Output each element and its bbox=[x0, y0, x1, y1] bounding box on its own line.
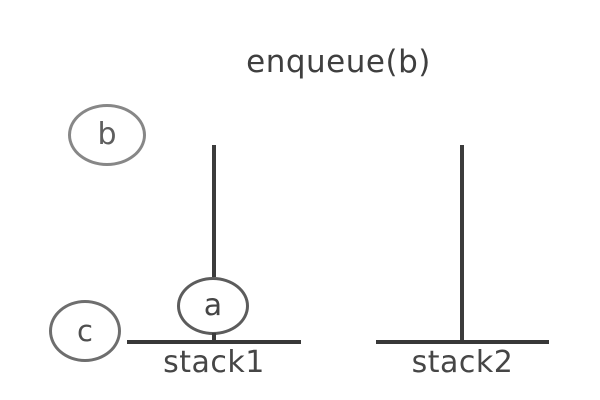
queue-item-label-c: c bbox=[77, 313, 93, 348]
queue-item-label-a: a bbox=[203, 288, 223, 323]
stack1-base-line bbox=[127, 340, 301, 344]
queue-item-circle-c: c bbox=[49, 300, 121, 362]
queue-item-circle-a: a bbox=[177, 277, 249, 335]
stack2-pole-line bbox=[460, 145, 464, 344]
operation-title: enqueue(b) bbox=[246, 44, 431, 80]
stack1-pole-connector bbox=[212, 333, 216, 341]
stack2-label: stack2 bbox=[411, 345, 514, 380]
queue-item-circle-b: b bbox=[68, 104, 146, 166]
stack2-base-line bbox=[376, 340, 549, 344]
queue-item-label-b: b bbox=[97, 117, 117, 152]
stack1-label: stack1 bbox=[163, 345, 265, 380]
stack1-pole-line bbox=[212, 145, 216, 277]
